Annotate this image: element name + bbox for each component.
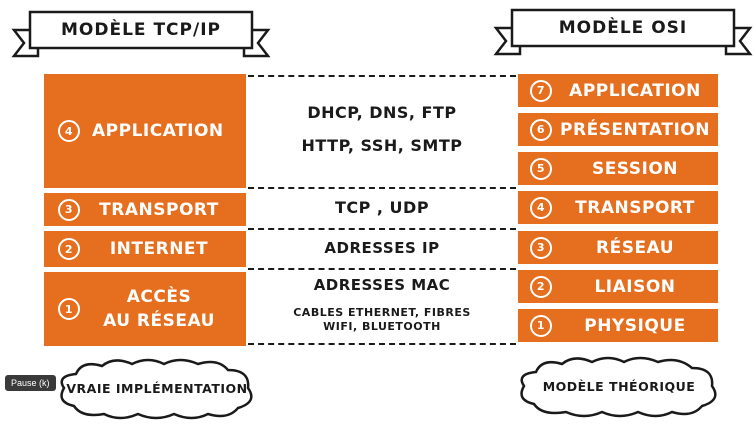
layer-number-badge: 3 (58, 198, 80, 221)
layer-label-line1: ACCÈS (126, 287, 192, 307)
tcp-layer-internet: 2 INTERNET (44, 231, 246, 267)
internet-addressing: ADRESSES IP (324, 239, 440, 257)
implementation-caption: VRAIE IMPLÉMENTATION (66, 381, 248, 396)
separator-transport-internet (248, 228, 516, 230)
layer-number-badge: 2 (58, 238, 80, 260)
osi-layer-data-link: 2 LIAISON (518, 270, 718, 303)
layer-label: APPLICATION (569, 80, 701, 101)
layer-number-badge: 4 (58, 120, 80, 142)
osi-layer-presentation: 6 PRÉSENTATION (518, 113, 718, 146)
separator-bottom (248, 343, 516, 345)
layer-number-badge: 4 (530, 196, 552, 219)
layer-number-badge: 3 (530, 236, 552, 259)
application-protocols-line2: HTTP, SSH, SMTP (301, 136, 463, 155)
osi-layer-session: 5 SESSION (518, 152, 718, 185)
osi-title-banner: MODÈLE OSI (492, 6, 754, 56)
layer-number-badge: 5 (530, 157, 552, 180)
osi-layer-transport: 4 TRANSPORT (518, 191, 718, 224)
layer-label: SESSION (591, 158, 679, 179)
access-media-line1: CABLES ETHERNET, FIBRES (293, 306, 471, 319)
implementation-cloud: VRAIE IMPLÉMENTATION (52, 356, 262, 422)
theoretical-caption: MODÈLE THÉORIQUE (542, 379, 696, 394)
access-media-line2: WIFI, BLUETOOTH (323, 320, 441, 333)
osi-layer-application: 7 APPLICATION (518, 74, 718, 107)
layer-label: TRANSPORT (99, 199, 219, 220)
layer-label: APPLICATION (92, 121, 224, 141)
layer-label: ACCÈS AU RÉSEAU (92, 285, 226, 333)
access-addressing: ADRESSES MAC (313, 276, 451, 294)
layer-label: TRANSPORT (575, 197, 695, 218)
application-protocols-line1: DHCP, DNS, FTP (307, 103, 457, 122)
layer-number-badge: 6 (530, 118, 552, 141)
layer-number-badge: 1 (58, 298, 80, 320)
layer-label: INTERNET (109, 239, 209, 259)
layer-number-badge: 1 (530, 314, 552, 337)
transport-protocols: TCP , UDP (334, 198, 430, 217)
layer-label: PHYSIQUE (584, 315, 686, 336)
tcp-layer-transport: 3 TRANSPORT (44, 193, 246, 226)
layer-label-line2: AU RÉSEAU (103, 311, 215, 331)
osi-layer-physical: 1 PHYSIQUE (518, 309, 718, 342)
theoretical-cloud: MODÈLE THÉORIQUE (512, 354, 726, 420)
layer-number-badge: 7 (530, 79, 552, 102)
tcp-ip-title-banner: MODÈLE TCP/IP (10, 8, 272, 58)
layer-label: LIAISON (594, 276, 676, 297)
layer-label: RÉSEAU (596, 237, 674, 258)
pause-button[interactable]: Pause (k) (5, 375, 56, 391)
tcp-ip-title: MODÈLE TCP/IP (61, 20, 221, 40)
osi-layer-network: 3 RÉSEAU (518, 231, 718, 264)
layer-label: PRÉSENTATION (560, 119, 710, 140)
tcp-layer-network-access: 1 ACCÈS AU RÉSEAU (44, 272, 246, 346)
layer-number-badge: 2 (530, 275, 552, 298)
separator-top (248, 75, 516, 77)
separator-internet-access (248, 268, 516, 270)
separator-application-transport (248, 187, 516, 189)
osi-title: MODÈLE OSI (558, 18, 688, 38)
tcp-layer-application: 4 APPLICATION (44, 74, 246, 188)
